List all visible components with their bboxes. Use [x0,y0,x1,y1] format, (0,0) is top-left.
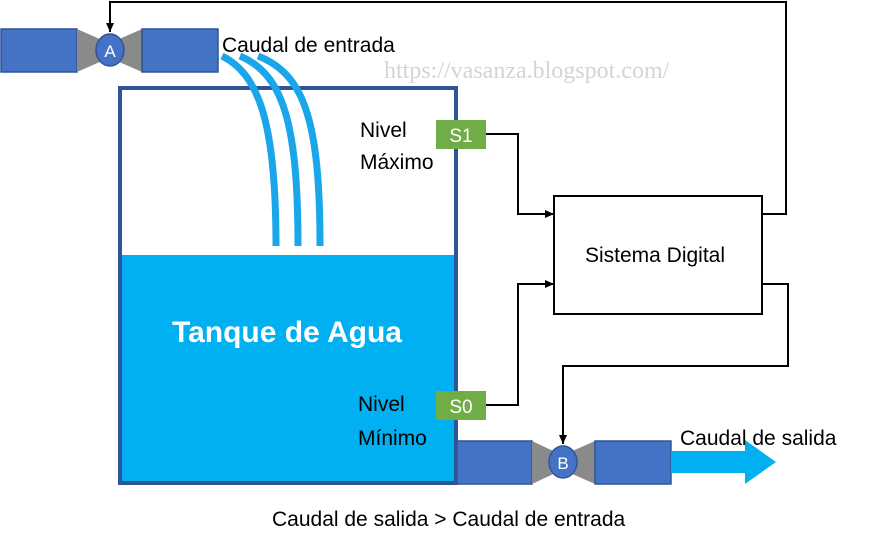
water-stream-2 [238,52,302,247]
water-stream-1 [220,52,280,247]
inlet-pipe-right [141,28,219,73]
min-level-label-line2: Mínimo [358,427,427,450]
sensor-s0-label: S0 [449,397,472,418]
inlet-water-streams [220,52,324,247]
signal-wires [106,1,789,444]
max-level-label-line1: Nivel [360,119,407,142]
sensor-s1 [436,120,486,149]
outlet-valve-body-left [532,441,564,484]
flow-condition-caption: Caudal de salida > Caudal de entrada [272,508,625,531]
watermark-text: https://vasanza.blogspot.com/ [384,58,670,84]
water-stream-3 [256,52,324,247]
outlet-pipe-right [594,440,672,485]
digital-system-block [553,195,763,315]
water-tank [118,86,458,485]
min-level-label-line1: Nivel [358,393,405,416]
inlet-valve-body-left [77,29,111,72]
inlet-valve-body-right [108,29,142,72]
outlet-pipe-left [456,440,533,485]
tank-water [120,255,456,483]
wire-system-to-valve-a [106,1,787,215]
wire-s1-to-system [486,133,554,218]
inlet-pipe: A [0,28,219,73]
outlet-flow-label: Caudal de salida [680,427,837,450]
outlet-flow-arrow [671,440,776,484]
outlet-pipe: B [456,440,672,485]
tank-label: Tanque de Agua [172,316,402,349]
inlet-valve [95,33,125,67]
wire-system-to-valve-b [559,283,789,444]
max-level-label-line2: Máximo [360,151,434,174]
inlet-pipe-left [0,28,78,73]
digital-system-label: Sistema Digital [585,244,725,267]
sensor-s1-label: S1 [449,126,472,147]
sensor-s0 [436,391,486,420]
outlet-valve-label: B [557,454,568,473]
outlet-valve-body-right [561,441,595,484]
inlet-flow-label: Caudal de entrada [222,34,395,57]
wire-s0-to-system [486,280,554,406]
inlet-valve-label: A [104,42,116,61]
outlet-valve [548,445,578,479]
